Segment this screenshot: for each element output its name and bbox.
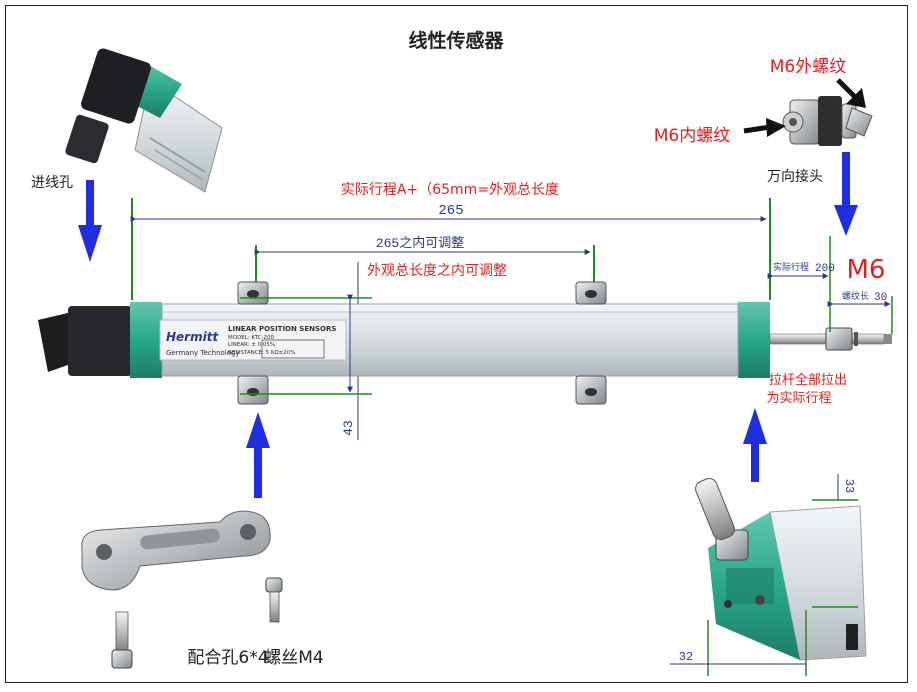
mounting-bracket-photo	[81, 510, 271, 591]
m6-outer-label: M6外螺纹	[770, 57, 846, 77]
screw-left-photo	[111, 611, 133, 669]
subbrand-text: Germany Technology	[166, 349, 240, 357]
m6-inner-label: M6内螺纹	[654, 126, 730, 146]
sensor-body	[38, 281, 892, 405]
thread-value: 30	[874, 292, 887, 304]
mount-hole-label: 配合孔6*4	[187, 648, 268, 668]
dim-265-adjust-text: 265之内可调整	[376, 235, 464, 251]
adjust-within-label: 外观总长度之内可调整	[367, 263, 507, 279]
screw-label: 螺丝M4	[264, 648, 323, 668]
dim-32-text: 32	[679, 650, 693, 664]
stroke-value: 200	[815, 263, 835, 275]
rod-up-arrow	[743, 408, 767, 482]
label-linear: LINEAR: ± 0.05%	[228, 342, 275, 348]
dim-265-text: 265	[438, 203, 463, 219]
label-model: MODEL: KTC-200	[228, 335, 274, 341]
m6-inner-arrow	[743, 118, 786, 137]
actual-stroke-label: 为实际行程	[766, 391, 831, 406]
page-title: 线性传感器	[408, 29, 504, 52]
bracket-up-arrow	[246, 412, 270, 498]
connector-photo	[65, 48, 223, 193]
stroke-a-label: 实际行程A+（65mm=外观总长度	[341, 182, 559, 198]
universal-joint-label: 万向接头	[767, 168, 823, 185]
dim-33-text: 33	[842, 479, 856, 493]
dim-43-text: 43	[341, 420, 356, 436]
thread-label: 螺纹长	[842, 290, 869, 302]
inlet-arrow	[78, 180, 102, 262]
m6-big-label: M6	[847, 255, 886, 285]
end-view-photo	[695, 478, 867, 661]
screw-right-photo	[265, 577, 283, 623]
universal-joint-photo	[782, 96, 873, 146]
m6-outer-arrow	[836, 78, 866, 108]
label-heading: LINEAR POSITION SENSORS	[228, 325, 336, 333]
label-resistance: RESISTANCE: 5 KΩ±20%	[228, 350, 296, 356]
brand-text: Hermitt	[166, 330, 219, 344]
pull-rod-label: 拉杆全部拉出	[769, 372, 847, 388]
joint-arrow	[834, 152, 858, 236]
stroke-label: 实际行程	[773, 261, 809, 273]
inlet-label: 进线孔	[31, 175, 73, 191]
